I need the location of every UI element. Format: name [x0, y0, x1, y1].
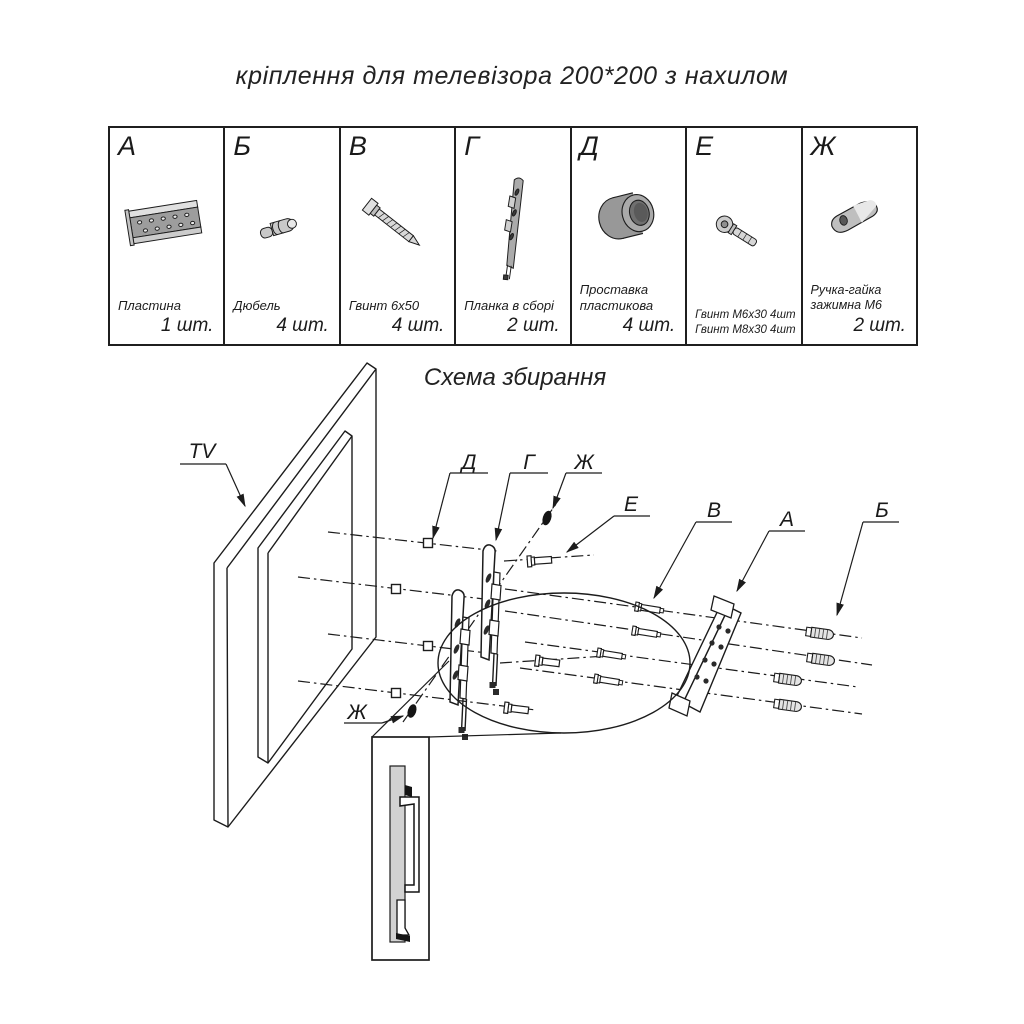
screws-e [503, 553, 561, 717]
handle-nut-icon [811, 163, 909, 283]
part-qty: 2 шт. [853, 315, 906, 336]
part-cell-e: Е Гвинт М6х30 4шт Гвинт М8х30 4шт [687, 128, 803, 344]
bracket-icon [464, 163, 562, 298]
part-cell-d: Д Проставка пластикова 4 шт. [572, 128, 688, 344]
part-name: Гвинт М6х30 4шт [695, 309, 796, 322]
part-letter: В [348, 131, 367, 161]
part-qty: 2 шт. [507, 315, 560, 336]
part-name-2: пластикова [579, 297, 654, 313]
callouts: TV Д Г Ж Е В А Б Ж [180, 440, 899, 724]
part-letter: Г [464, 131, 479, 161]
part-name-2: зажимна М6 [810, 298, 882, 313]
part-cell-v: В Гвинт 6х50 4 шт. [341, 128, 457, 344]
callout-e: Е [624, 493, 639, 516]
part-name: Пластина [118, 297, 181, 313]
hex-screw-icon [349, 163, 447, 298]
part-name-2: Гвинт М8х30 4шт [695, 323, 796, 336]
page-title: кріплення для телевізора 200*200 з нахил… [235, 62, 789, 90]
part-letter: Б [233, 131, 251, 161]
part-name: Гвинт 6х50 [348, 297, 420, 313]
parts-table: А Пластина 1 шт. [108, 126, 918, 346]
part-cell-a: А Пластина 1 шт. [110, 128, 226, 344]
callout-v: В [707, 499, 721, 522]
callout-tv: TV [189, 440, 218, 463]
detail-view [371, 660, 562, 961]
detail-ellipse [437, 592, 691, 734]
part-cell-zh: Ж Ручка-гайка зажимна М6 2 шт. [803, 128, 916, 344]
callout-b: Б [875, 499, 889, 522]
spacer-squares [390, 537, 434, 699]
part-cell-b: Б Дюбель 4 шт. [225, 128, 341, 344]
bracket-section [399, 796, 420, 893]
pan-head-screw-icon [695, 163, 793, 308]
plastic-spacer-icon [580, 163, 678, 282]
part-qty: 1 шт. [160, 315, 214, 336]
part-name: Проставка [579, 281, 649, 297]
callout-zh-top: Ж [573, 451, 595, 474]
callout-a: А [778, 508, 794, 531]
part-cell-g: Г Планка в сборі [456, 128, 572, 344]
part-letter: Ж [810, 131, 836, 161]
schema-heading: Схема збирання [423, 364, 607, 391]
dowel-icon [233, 163, 331, 298]
part-letter: Е [695, 131, 714, 161]
part-qty: 4 шт. [391, 315, 445, 336]
wall-plate-section [389, 765, 406, 943]
part-name: Ручка-гайка [810, 282, 882, 297]
handle-nuts [407, 510, 552, 718]
bracket-right [480, 544, 502, 696]
part-letter: Д [579, 131, 599, 161]
part-letter: А [118, 131, 137, 161]
callout-g: Г [523, 451, 536, 474]
screws-v [593, 601, 665, 688]
dowels [773, 626, 836, 713]
part-name: Дюбель [233, 297, 281, 313]
tv-panels [213, 362, 377, 828]
part-name: Планка в сборі [464, 297, 554, 313]
assembly-diagram: TV Д Г Ж Е В А Б Ж [180, 362, 899, 961]
part-qty: 4 шт. [276, 315, 329, 336]
lower-hook-section [396, 899, 411, 936]
plate-icon [118, 163, 216, 298]
bracket-left [449, 589, 471, 741]
callout-d: Д [460, 451, 477, 474]
wall-plate [668, 595, 742, 717]
callout-zh-bottom: Ж [346, 701, 368, 724]
part-qty: 4 шт. [622, 315, 676, 336]
hook-detail [405, 785, 412, 797]
